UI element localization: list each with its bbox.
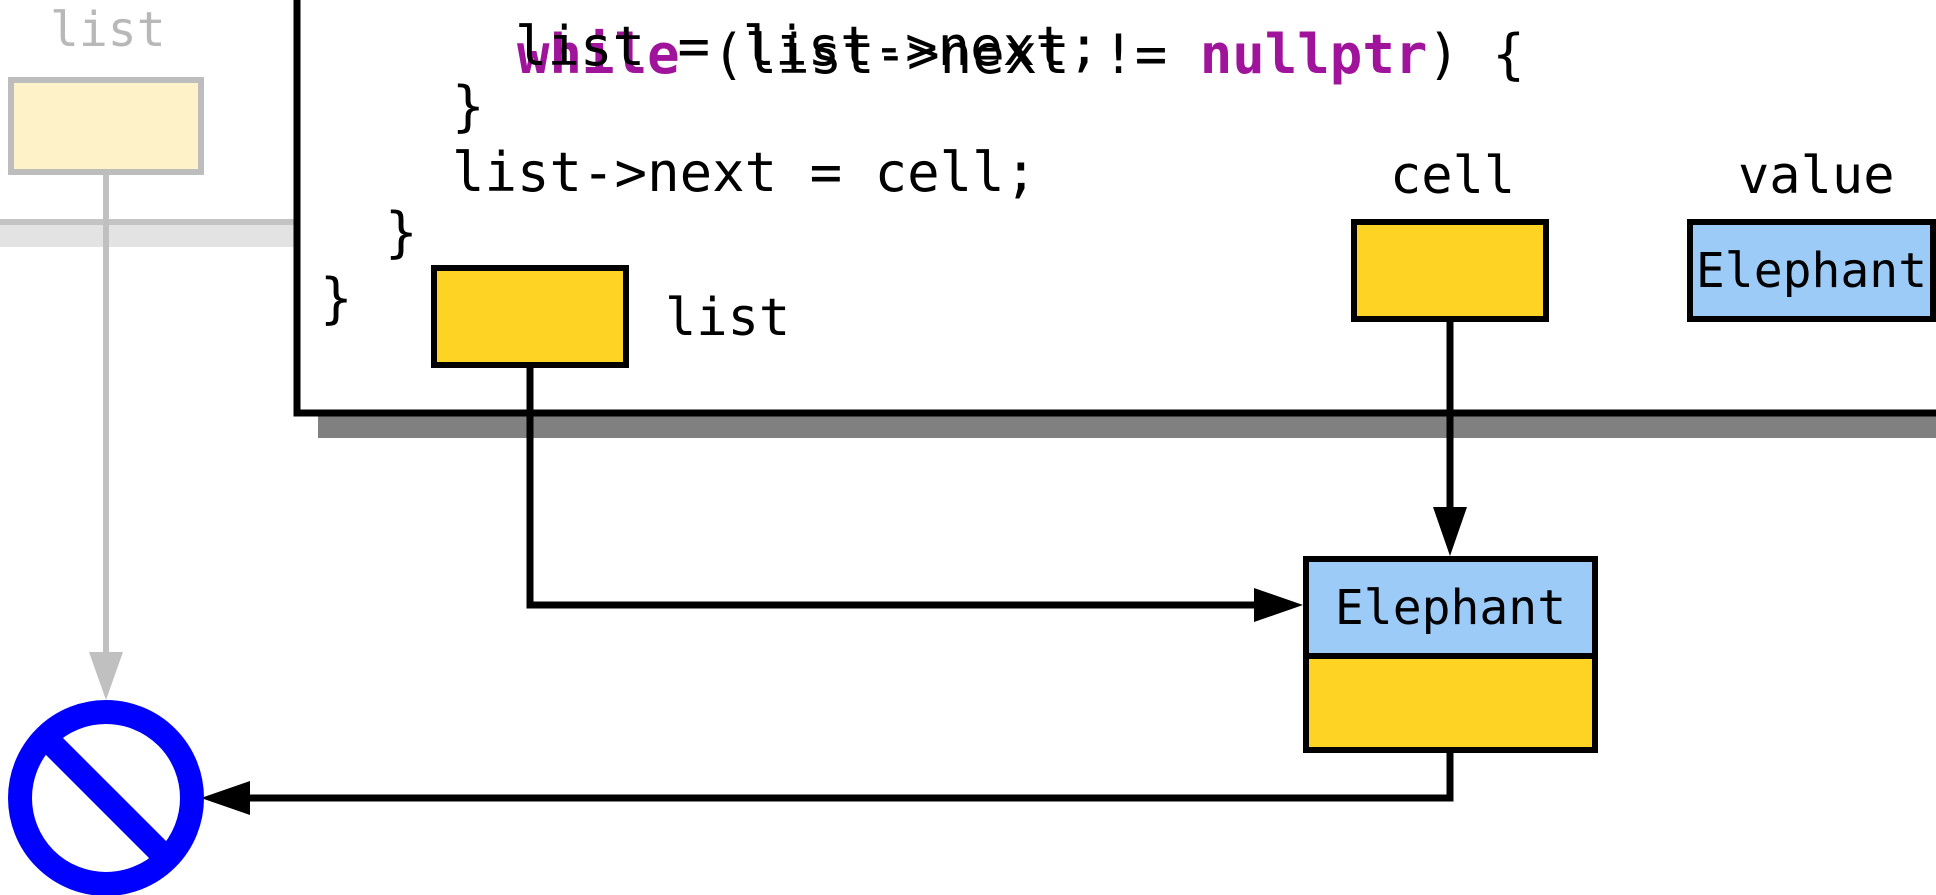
keyword-while: while — [517, 23, 680, 86]
list-variable-label: list — [665, 288, 791, 348]
next-pointer-arrow-line — [245, 750, 1454, 802]
heap-cell-next-pointer — [1303, 653, 1598, 753]
value-variable-label: value — [1738, 146, 1895, 206]
cell-variable-label: cell — [1390, 146, 1516, 206]
code-line-close-fn: } — [320, 267, 353, 330]
faded-list-label: list — [50, 2, 166, 58]
code-line-link: list->next = cell; — [452, 141, 1038, 204]
code-while-condition: (list->next != — [679, 23, 1200, 86]
code-line-close-else: } — [385, 201, 418, 264]
keyword-nullptr: nullptr — [1199, 23, 1428, 86]
code-line-close-while: } — [452, 75, 485, 138]
list-pointer-arrow-line — [526, 364, 1255, 609]
faded-list-pointer-box — [8, 77, 204, 175]
value-string-box: Elephant — [1687, 219, 1936, 322]
frame-shadow — [318, 414, 1936, 438]
cell-pointer-arrow-head — [1433, 507, 1467, 556]
code-while-end: ) { — [1427, 23, 1525, 86]
code-line-while: while (list->next != nullptr) { — [452, 0, 1525, 82]
faded-list-arrow-head — [89, 652, 123, 700]
null-prohibited-icon — [8, 700, 204, 895]
list-pointer-box — [431, 265, 629, 368]
heap-cell-value: Elephant — [1303, 556, 1598, 659]
code-line-assign: list = list->next; — [515, 15, 1101, 78]
cell-pointer-box — [1351, 219, 1549, 322]
list-pointer-arrow-head — [1254, 588, 1303, 622]
next-pointer-arrow-head — [201, 781, 250, 815]
